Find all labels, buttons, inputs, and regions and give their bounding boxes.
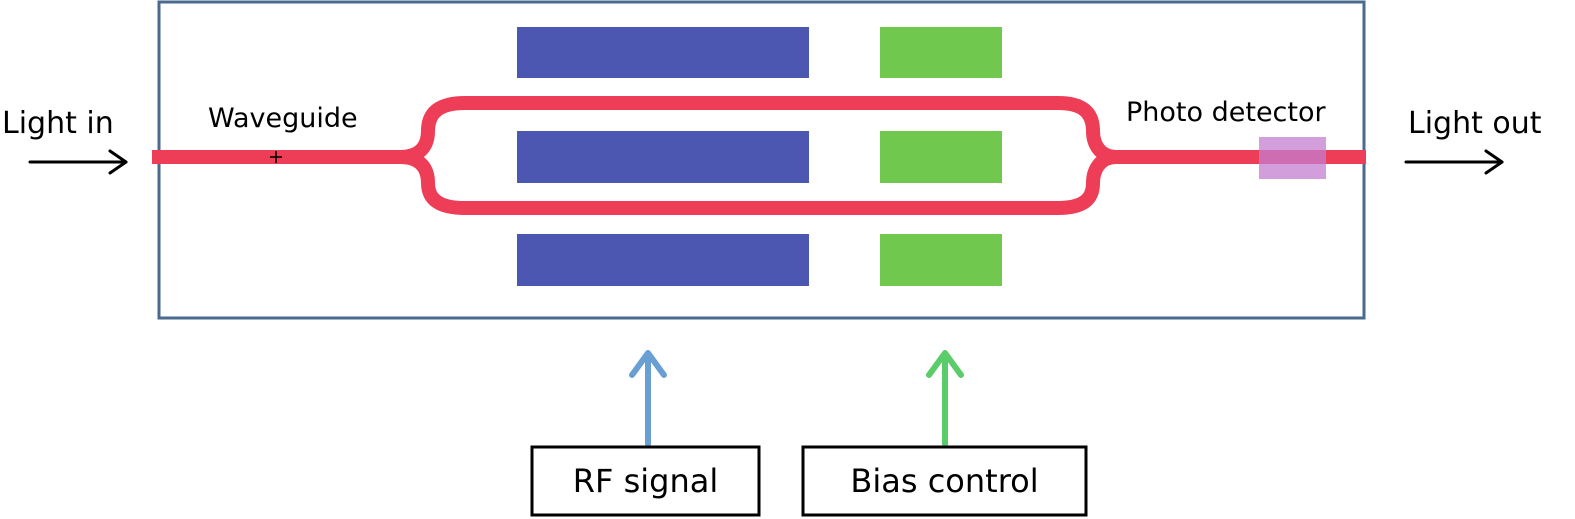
rf-signal-label: RF signal — [573, 462, 718, 500]
rf-electrode-middle — [517, 131, 809, 183]
rf-signal-box — [530, 445, 761, 517]
rf-electrode-bottom — [517, 234, 809, 286]
waveguide-marker — [270, 151, 282, 163]
light-out-arrow — [1404, 149, 1504, 175]
rf-signal-arrow — [629, 350, 667, 447]
bias-control-label: Bias control — [850, 462, 1038, 500]
light-in-arrow — [28, 149, 128, 175]
waveguide-label: Waveguide — [208, 103, 358, 134]
rf-electrode-top — [517, 27, 809, 78]
bias-control-box — [801, 445, 1088, 517]
photo-detector — [1259, 137, 1326, 179]
light-out-label: Light out — [1408, 106, 1542, 141]
waveguide-lower-arm — [399, 150, 1117, 215]
bias-electrode-top — [880, 27, 1002, 78]
bias-electrode-middle — [880, 131, 1002, 183]
light-in-label: Light in — [2, 106, 114, 141]
waveguide-upper-arm — [399, 96, 1117, 164]
bias-control-arrow — [926, 350, 964, 447]
photo-detector-label: Photo detector — [1126, 97, 1326, 128]
bias-electrode-bottom — [880, 234, 1002, 286]
